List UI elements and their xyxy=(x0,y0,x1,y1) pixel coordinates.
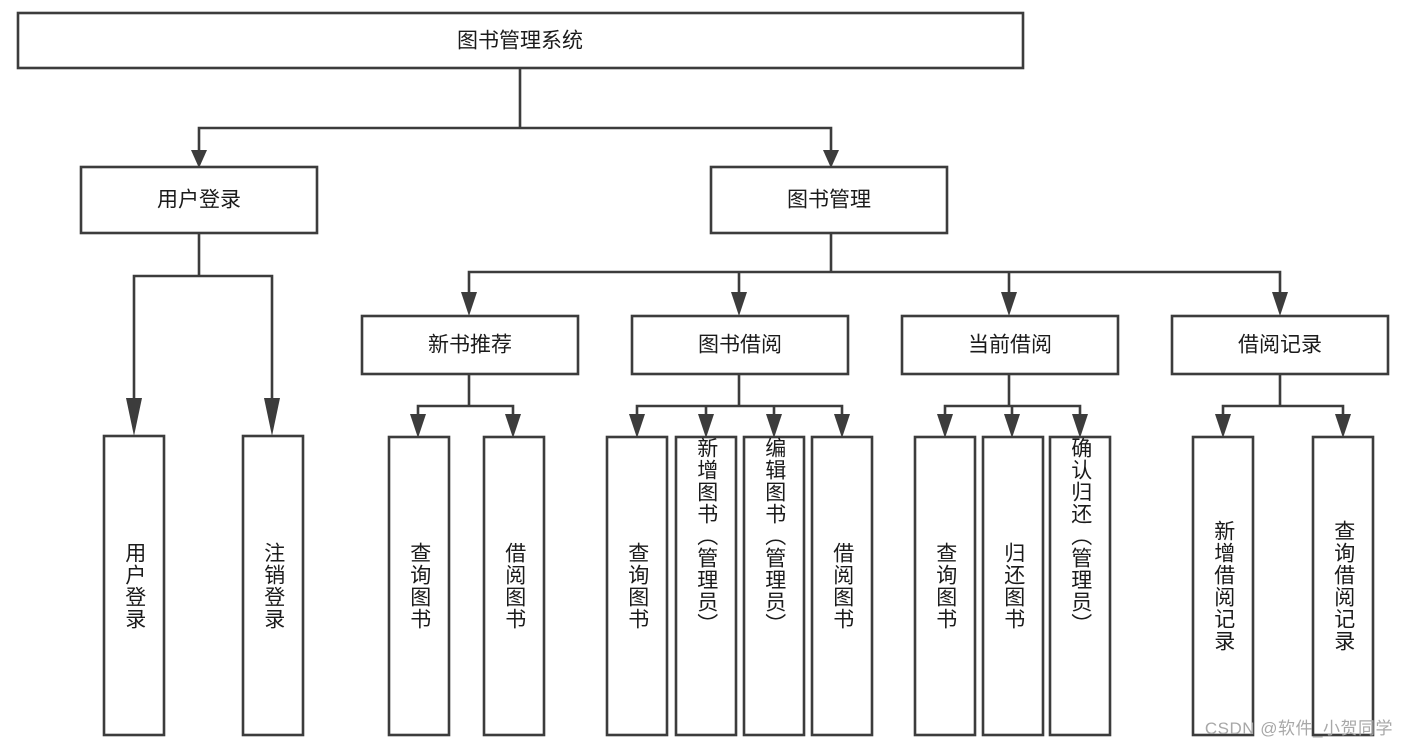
leaf-cb-return-book-box[interactable] xyxy=(981,435,1045,737)
connectors-user-login-to-leaves xyxy=(126,231,280,436)
connector-root-branch xyxy=(197,66,833,154)
leaf-nbr-borrow-book[interactable]: 借阅图书 xyxy=(482,435,546,737)
leaf-br-add-record-label: 新增借阅记录 xyxy=(1211,520,1235,652)
leaf-bb-query-book[interactable]: 查询图书 xyxy=(605,435,669,737)
arrowhead-nbr-leaf-2 xyxy=(505,414,521,438)
arrowhead-cb-leaf-2 xyxy=(1004,414,1020,438)
leaf-nbr-query-book-box[interactable] xyxy=(387,435,451,737)
leaf-br-add-record-box[interactable] xyxy=(1191,435,1255,737)
leaf-bb-add-book-admin-label: 新增图书（管理员） xyxy=(694,437,718,635)
leaf-br-query-record-box[interactable] xyxy=(1311,435,1375,737)
current-borrow-node-box[interactable] xyxy=(900,314,1120,376)
leaf-nbr-query-book-label: 查询图书 xyxy=(407,542,431,630)
arrowhead-cb-leaf-1 xyxy=(937,414,953,438)
connector-new-book-recommend-branch xyxy=(416,372,515,418)
leaf-logout-label: 注销登录 xyxy=(261,541,285,630)
root-node-label: 图书管理系统 xyxy=(457,30,583,53)
book-borrow-node-label: 图书借阅 xyxy=(698,334,782,357)
leaf-bb-edit-book-admin[interactable]: 编辑图书（管理员） xyxy=(742,435,806,737)
book-management-node-label: 图书管理 xyxy=(787,189,871,212)
node-book-borrow[interactable]: 图书借阅 xyxy=(630,314,850,376)
leaf-nbr-query-book[interactable]: 查询图书 xyxy=(387,435,451,737)
leaf-bb-edit-book-admin-box[interactable] xyxy=(742,435,806,737)
leaf-user-login-box[interactable] xyxy=(102,434,166,737)
borrow-record-node-box[interactable] xyxy=(1170,314,1390,376)
new-book-recommend-node-box[interactable] xyxy=(360,314,580,376)
leaf-cb-confirm-return-admin[interactable]: 确认归还（管理员） xyxy=(1048,435,1112,737)
arrowhead-bb-leaf-2 xyxy=(698,414,714,438)
arrowhead-br-leaf-1 xyxy=(1215,414,1231,438)
leaf-logout-box[interactable] xyxy=(241,434,305,737)
leaf-bb-query-book-box[interactable] xyxy=(605,435,669,737)
arrowhead-to-new-book-recommend xyxy=(461,292,477,316)
leaf-bb-edit-book-admin-label: 编辑图书（管理员） xyxy=(762,437,786,635)
arrowhead-nbr-leaf-1 xyxy=(410,414,426,438)
root-node-box[interactable] xyxy=(16,11,1025,70)
node-root-book-management-system[interactable]: 图书管理系统 xyxy=(16,11,1025,70)
leaf-nbr-borrow-book-label: 借阅图书 xyxy=(502,542,526,630)
leaf-bb-borrow-book-label: 借阅图书 xyxy=(830,542,854,630)
leaf-bb-query-book-label: 查询图书 xyxy=(625,542,649,630)
current-borrow-node-label: 当前借阅 xyxy=(968,334,1052,357)
node-user-login[interactable]: 用户登录 xyxy=(79,165,319,235)
connectors-book-borrow-to-leaves xyxy=(629,372,850,438)
user-login-node-label: 用户登录 xyxy=(157,189,241,212)
leaf-cb-query-book[interactable]: 查询图书 xyxy=(913,435,977,737)
connector-user-login-branch xyxy=(132,231,274,402)
arrowhead-br-leaf-2 xyxy=(1335,414,1351,438)
leaf-cb-return-book[interactable]: 归还图书 xyxy=(981,435,1045,737)
node-current-borrow[interactable]: 当前借阅 xyxy=(900,314,1120,376)
arrowhead-to-borrow-record xyxy=(1272,292,1288,316)
leaf-cb-query-book-label: 查询图书 xyxy=(933,542,957,630)
connector-current-borrow-branch xyxy=(943,372,1082,418)
connector-book-borrow-branch xyxy=(635,372,844,418)
arrowhead-to-user-login xyxy=(191,150,207,168)
csdn-watermark: CSDN @软件_小贺同学 xyxy=(1204,719,1393,738)
leaf-cb-return-book-label: 归还图书 xyxy=(1001,542,1025,630)
arrowhead-bb-leaf-3 xyxy=(766,414,782,438)
leaf-bb-add-book-admin[interactable]: 新增图书（管理员） xyxy=(674,435,738,737)
arrowhead-to-user-login-leaf xyxy=(126,398,142,436)
arrowhead-to-book-borrow xyxy=(731,292,747,316)
leaf-logout[interactable]: 注销登录 xyxy=(241,434,305,737)
leaf-cb-confirm-return-admin-label: 确认归还（管理员） xyxy=(1068,437,1092,635)
arrowhead-to-book-management xyxy=(823,150,839,168)
connectors-current-borrow-to-leaves xyxy=(937,372,1088,438)
user-login-node-box[interactable] xyxy=(79,165,319,235)
connector-book-management-branch xyxy=(467,231,1282,296)
connector-borrow-record-branch xyxy=(1221,372,1345,418)
arrowhead-bb-leaf-1 xyxy=(629,414,645,438)
connectors-root-to-level2 xyxy=(191,66,839,168)
leaf-user-login-label: 用户登录 xyxy=(122,541,146,630)
leaf-cb-confirm-return-admin-box[interactable] xyxy=(1048,435,1112,737)
leaf-br-add-record[interactable]: 新增借阅记录 xyxy=(1191,435,1255,737)
leaf-bb-borrow-book[interactable]: 借阅图书 xyxy=(810,435,874,737)
book-management-node-box[interactable] xyxy=(709,165,949,235)
leaf-user-login[interactable]: 用户登录 xyxy=(102,434,166,737)
leaf-br-query-record[interactable]: 查询借阅记录 xyxy=(1311,435,1375,737)
node-new-book-recommend[interactable]: 新书推荐 xyxy=(360,314,580,376)
leaf-bb-add-book-admin-box[interactable] xyxy=(674,435,738,737)
leaf-cb-query-book-box[interactable] xyxy=(913,435,977,737)
arrowhead-bb-leaf-4 xyxy=(834,414,850,438)
arrowhead-cb-leaf-3 xyxy=(1072,414,1088,438)
connectors-borrow-record-to-leaves xyxy=(1215,372,1351,438)
node-borrow-record[interactable]: 借阅记录 xyxy=(1170,314,1390,376)
leaf-bb-borrow-book-box[interactable] xyxy=(810,435,874,737)
arrowhead-to-current-borrow xyxy=(1001,292,1017,316)
connectors-new-book-recommend-to-leaves xyxy=(410,372,521,438)
node-book-management[interactable]: 图书管理 xyxy=(709,165,949,235)
book-borrow-node-box[interactable] xyxy=(630,314,850,376)
new-book-recommend-node-label: 新书推荐 xyxy=(428,334,512,357)
leaf-br-query-record-label: 查询借阅记录 xyxy=(1331,520,1355,652)
borrow-record-node-label: 借阅记录 xyxy=(1238,334,1322,357)
leaf-nbr-borrow-book-box[interactable] xyxy=(482,435,546,737)
arrowhead-to-logout-leaf xyxy=(264,398,280,436)
connectors-book-management-to-level3 xyxy=(461,231,1288,316)
